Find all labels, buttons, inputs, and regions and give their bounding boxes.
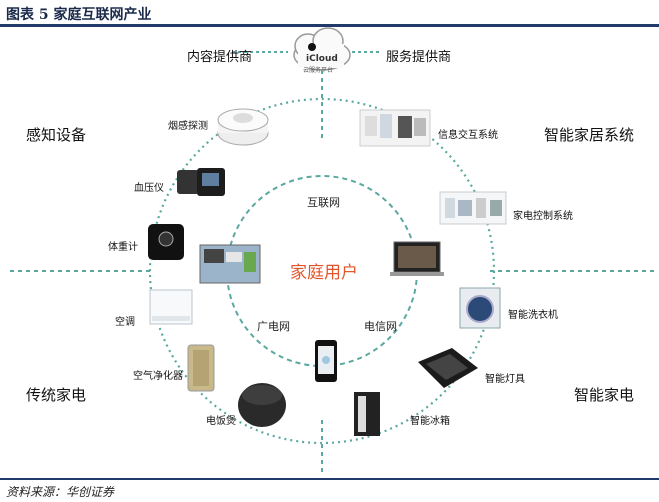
device-fridge-label: 智能冰箱: [410, 416, 450, 427]
source-note: 资料来源：华创证券: [6, 485, 115, 499]
cloud-subtitle: 云服务平台: [303, 67, 334, 74]
rice-cooker-icon: [238, 383, 286, 427]
bottom-rule: [0, 478, 659, 480]
smart-fridge-icon: [354, 392, 380, 436]
laptop-icon: [390, 241, 444, 276]
figure-title: 图表 5 家庭互联网产业: [6, 7, 152, 23]
network-broadcast: 广电网: [257, 320, 290, 333]
cloud-icon: [293, 27, 351, 71]
weight-scale-icon: [148, 224, 184, 260]
air-conditioner-icon: [149, 289, 193, 325]
device-bp-label: 血压仪: [134, 183, 164, 194]
network-telecom: 电信网: [364, 320, 397, 333]
device-purifier-label: 空气净化器: [133, 371, 183, 382]
air-purifier-icon: [187, 344, 215, 392]
service-provider-label: 服务提供商: [386, 50, 452, 65]
washing-machine-icon: [459, 287, 501, 329]
phone-icon: [315, 340, 337, 382]
content-provider-label: 内容提供商: [187, 50, 253, 65]
device-smoke-label: 烟感探测: [168, 121, 208, 132]
device-ac-label: 空调: [115, 317, 135, 328]
device-info-label: 信息交互系统: [438, 130, 498, 141]
tv-icon: [199, 244, 261, 284]
device-lamp-label: 智能灯具: [485, 374, 525, 385]
cloud-brand: iCloud: [306, 54, 338, 64]
quadrant-bottom-right: 智能家电: [574, 386, 635, 404]
top-rule: [0, 24, 659, 27]
device-scale-label: 体重计: [108, 242, 138, 253]
quadrant-bottom-left: 传统家电: [26, 386, 87, 404]
device-washer-label: 智能洗衣机: [508, 310, 558, 321]
info-system-icon: [359, 109, 431, 147]
device-appliance-ctrl-label: 家电控制系统: [513, 211, 573, 222]
network-internet: 互联网: [307, 196, 340, 209]
smoke-detector-icon: [217, 108, 269, 146]
device-cooker-label: 电饭煲: [206, 416, 236, 427]
appliance-control-icon: [439, 191, 507, 225]
quadrant-top-left: 感知设备: [26, 126, 87, 144]
blood-pressure-icon: [177, 168, 225, 196]
center-label: 家庭用户: [290, 263, 358, 283]
smart-lamp-icon: [418, 348, 478, 388]
quadrant-top-right: 智能家居系统: [544, 126, 635, 144]
outer-ring: [148, 97, 496, 445]
